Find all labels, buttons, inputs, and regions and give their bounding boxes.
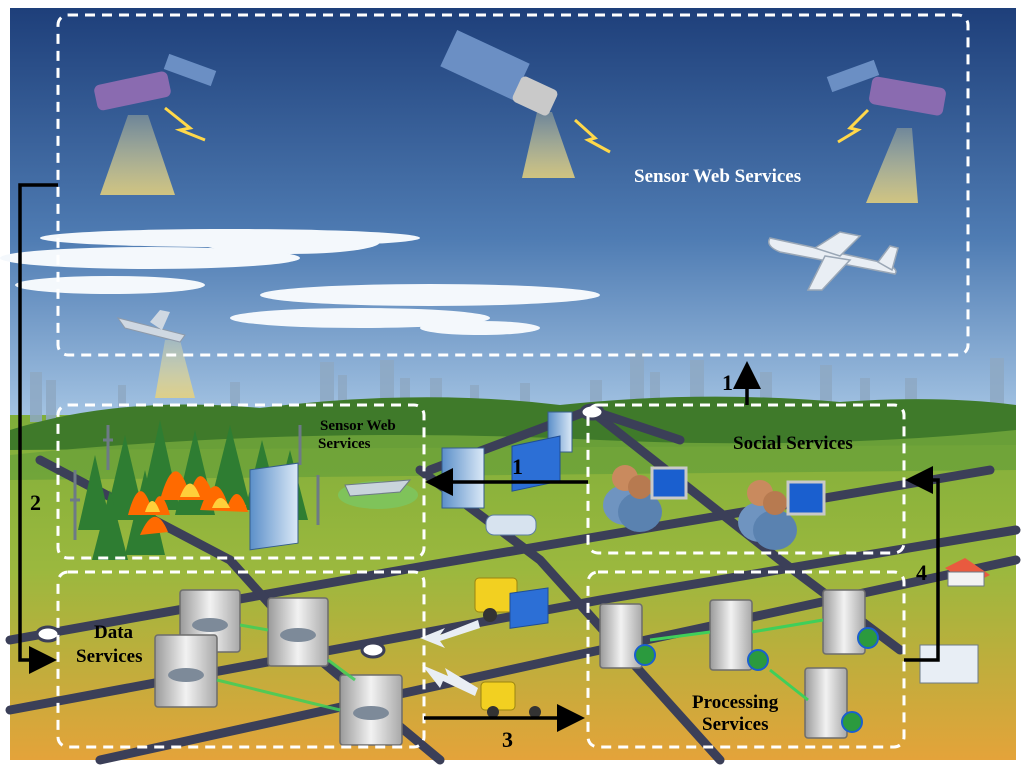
sensor-web-services-label: Sensor Web Services [634,166,802,187]
satellite-center-icon [440,29,611,178]
sensor-web-services-small-label-line1: Sensor Web [320,418,396,434]
server-links [216,623,356,712]
airplane-icon [768,231,899,291]
sensor-web-small-box [56,403,426,560]
social-services-label: Social Services [733,433,853,454]
social-users-icon [603,465,826,550]
flow-number-1-up: 1 [722,370,733,395]
satellite-left-icon [94,53,217,195]
sensor-web-box [56,13,970,357]
flow-number-1-left: 1 [512,454,523,479]
road-junctions [35,403,605,659]
service-boxes [56,13,970,749]
globe-icons [634,627,879,733]
flow-arrows [18,183,940,732]
processing-links [649,618,824,702]
tree-line [10,396,1016,450]
uav-icon [116,310,195,398]
ground-station-icon [338,479,418,509]
flow-number-3: 3 [502,727,513,752]
flow-number-2: 2 [30,490,41,515]
social-services-box [586,403,906,555]
data-services-label-line1: Data [94,622,134,643]
sensor-web-services-small-label-line2: Services [318,436,371,452]
processing-services-label-line1: Processing [692,692,779,713]
flow-number-4: 4 [916,560,927,585]
processing-services-label-line2: Services [702,714,769,735]
arrow-4 [904,466,940,662]
sensor-stations-icon [70,425,320,540]
truck-icon-lower [480,587,549,718]
arrow-2 [18,183,58,674]
processing-services-box [586,570,906,749]
satellite-right-icon [826,59,946,203]
database-disk-icons [168,618,389,720]
data-services-box [56,570,426,749]
clouds [0,229,600,335]
data-flow-white-arrows [420,620,480,696]
data-services-label-line2: Services [76,646,143,667]
gi-servers-icon [599,589,866,739]
